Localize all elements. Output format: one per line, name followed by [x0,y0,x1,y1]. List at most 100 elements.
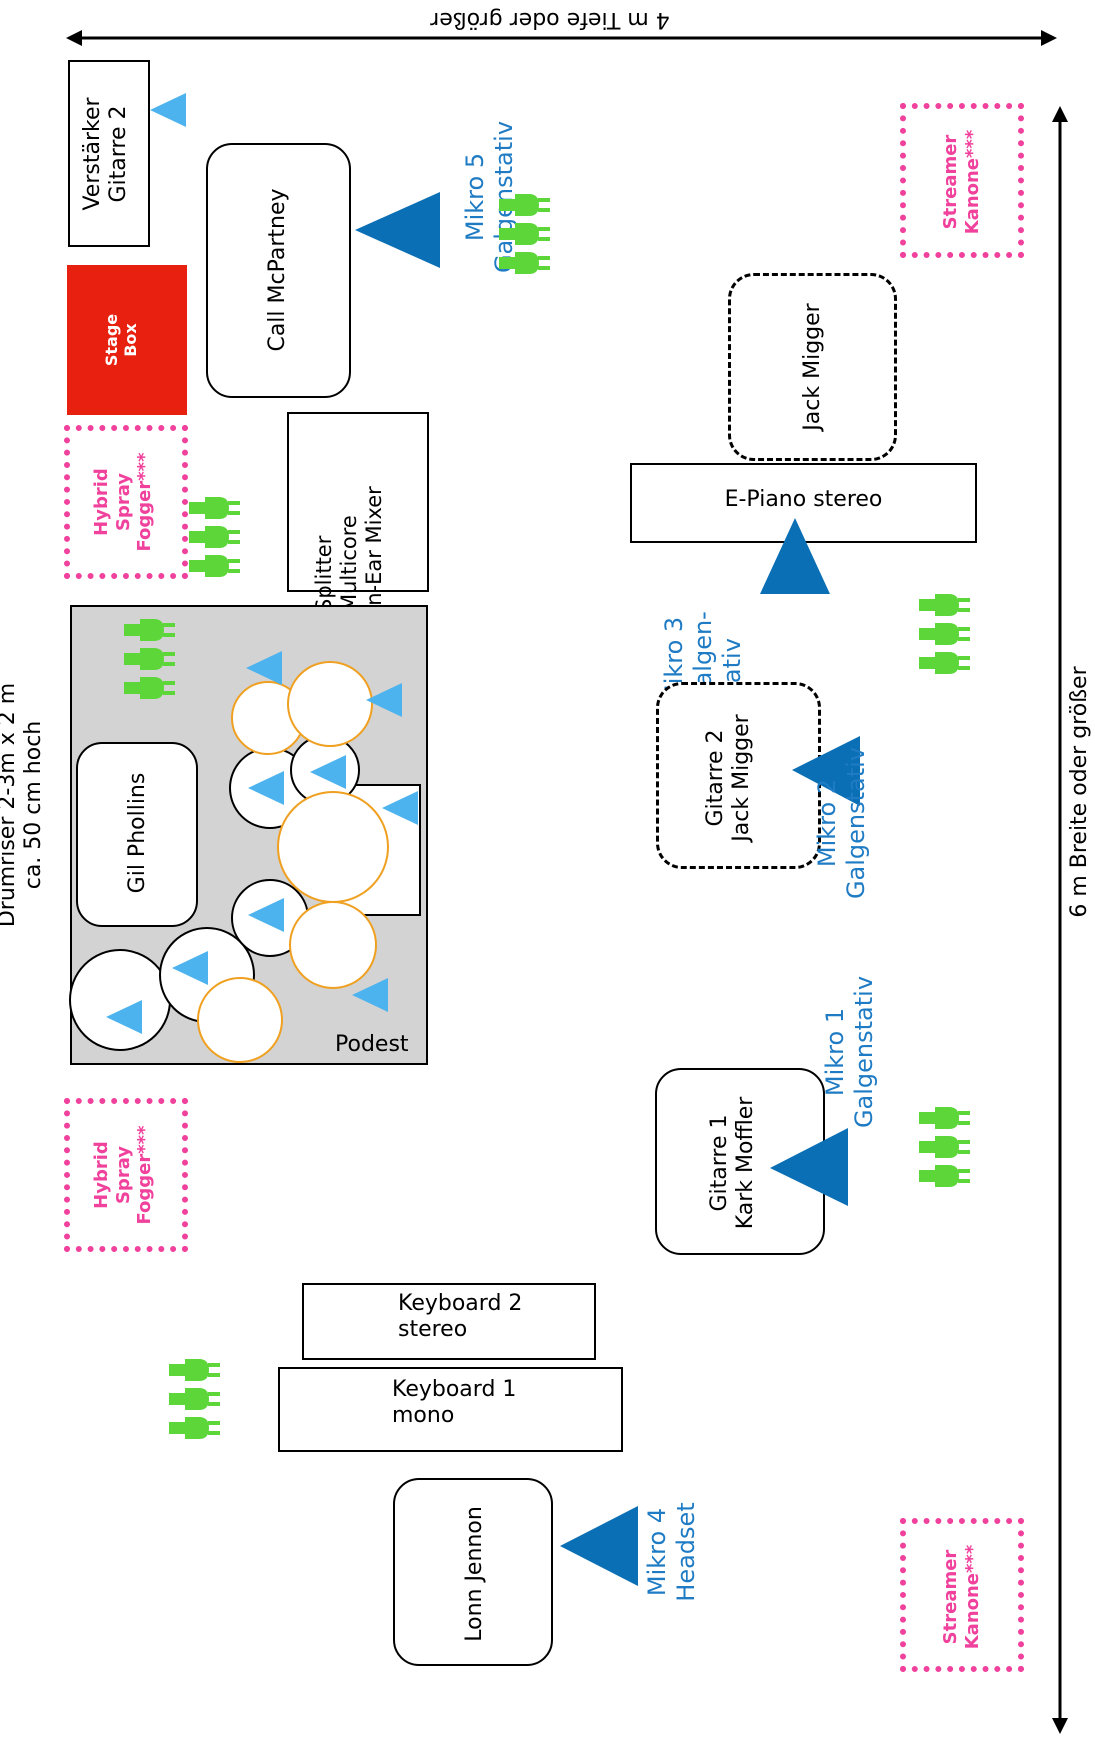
drumriser-label-1: Drumriser 2-3m x 2 m [0,683,20,928]
power-plug-icon [189,555,240,577]
power-plug-group [189,497,240,577]
fogger-top-label-3: Fogger*** [134,452,156,552]
fogger-top-label-2: Spray [112,472,134,532]
power-plug-icon [124,619,175,641]
drum-mic-triangle [246,651,282,685]
cymbal [287,661,373,747]
power-plug-icon [169,1359,220,1381]
lonn-label: Lonn Jennon [462,1506,487,1642]
fogger-bottom-label-2: Spray [112,1145,134,1205]
power-plug-icon [919,1165,970,1187]
stage-box-label-2: Box [121,323,141,357]
mikro4-label-1: Mikro 4 [643,1507,671,1597]
jack-label: Jack Migger [800,303,825,431]
keyboard2: Keyboard 2 stereo [302,1283,596,1360]
streamer-bottom: Streamer Kanone*** [900,1518,1024,1672]
mikro3-triangle [760,518,830,594]
power-plug-group [919,1107,970,1187]
gil-phollins-position: Gil Phollins [76,742,198,927]
power-plug-icon [919,1107,970,1129]
keyboard1-label-1: Keyboard 1 [392,1377,517,1402]
drum-mic-triangle [366,683,402,717]
gitarre1-label-2: Kark Moffler [733,1096,759,1230]
mikro4-label-2: Headset [671,1502,700,1602]
drum-shell [69,949,171,1051]
mikro5-label-1: Mikro 5 [461,152,489,242]
mikro2-triangle [792,736,860,806]
drum-kit [69,93,421,1063]
cymbal [197,977,283,1063]
gil-label: Gil Phollins [125,772,150,894]
fogger-bottom-label-3: Fogger*** [134,1125,156,1225]
power-plug-icon [919,594,970,616]
mikro2-label-1: Mikro 2 [813,778,841,868]
drum-mic-triangle [310,755,346,789]
mikro2-label-2: Galgenstativ [841,746,870,900]
power-plug-icon [124,677,175,699]
power-plug-icon [919,1136,970,1158]
mikro1-label-2: Galgenstativ [849,975,878,1129]
drumriser-label-2: ca. 50 cm hoch [21,720,47,890]
fogger-top: Hybrid Spray Fogger*** [64,425,188,579]
amp-guitar2: Verstärker Gitarre 2 [68,60,150,247]
drum-mic-triangle [382,791,418,825]
gitarre2-label-1: Gitarre 2 [703,729,728,827]
power-plug-icon [189,497,240,519]
power-plugs [124,194,970,1439]
power-plug-group [124,619,175,699]
power-plug-icon [499,194,550,216]
power-plug-group [169,1359,220,1439]
gitarre1-label-1: Gitarre 1 [707,1114,732,1212]
depth-label: 4 m Tiefe oder größer [430,7,670,32]
mikro4-triangle [560,1506,638,1586]
mikro5-label-2: Galgenstativ [489,120,518,274]
power-plug-icon [169,1417,220,1439]
power-plug-icon [124,648,175,670]
gitarre2-position: Gitarre 2 Jack Migger [656,682,821,869]
podest-label: Podest [335,1032,409,1057]
power-plug-group [499,194,550,274]
power-plug-group [919,594,970,674]
gitarre2-label-2: Jack Migger [729,714,755,842]
keyboard2-label-2: stereo [398,1317,468,1343]
amp-label-2: Gitarre 2 [106,105,132,203]
mikro1-label-1: Mikro 1 [821,1007,849,1097]
epiano-label: E-Piano stereo [724,487,883,512]
splitter: Splitter Multicore In-Ear Mixer [287,412,429,612]
fogger-top-label-1: Hybrid [91,468,112,536]
splitter-label-3: In-Ear Mixer [362,486,387,612]
keyboard2-label-1: Keyboard 2 [398,1291,523,1316]
drum-mic-triangle [172,951,208,985]
call-label: Call McPartney [265,188,290,352]
stage-box-label-1: Stage [102,313,121,367]
amp-label-1: Verstärker [80,97,105,211]
lonn-jennon-position: Lonn Jennon [393,1478,553,1666]
power-plug-icon [919,652,970,674]
streamer-top-label-1: Streamer [940,134,961,230]
stage-box: Stage Box [67,265,187,415]
streamer-bottom-label-2: Kanone*** [961,1544,983,1650]
call-mcpartney-position: Call McPartney [206,143,351,398]
width-label: 6 m Breite oder größer [1067,666,1092,918]
drum-mic-triangle [106,1000,142,1034]
mikro1-triangle [770,1128,848,1206]
epiano: E-Piano stereo [630,463,977,543]
amp-mic-triangle [150,93,186,127]
drum-mic-triangle [248,898,284,932]
jack-migger-position: Jack Migger [728,273,897,461]
power-plug-icon [499,252,550,274]
power-plug-icon [499,223,550,245]
splitter-label-2: Multicore [337,515,362,612]
fogger-bottom-label-1: Hybrid [91,1141,112,1209]
splitter-label-1: Splitter [312,535,336,612]
streamer-top-label-2: Kanone*** [961,129,983,235]
power-plug-icon [189,526,240,548]
keyboard1-label-2: mono [392,1403,455,1429]
streamer-bottom-label-1: Streamer [940,1549,961,1645]
drum-mic-triangle [248,771,284,805]
streamer-top: Streamer Kanone*** [900,103,1024,258]
cymbal [289,901,377,989]
keyboard1: Keyboard 1 mono [278,1367,623,1452]
fogger-bottom: Hybrid Spray Fogger*** [64,1098,188,1252]
